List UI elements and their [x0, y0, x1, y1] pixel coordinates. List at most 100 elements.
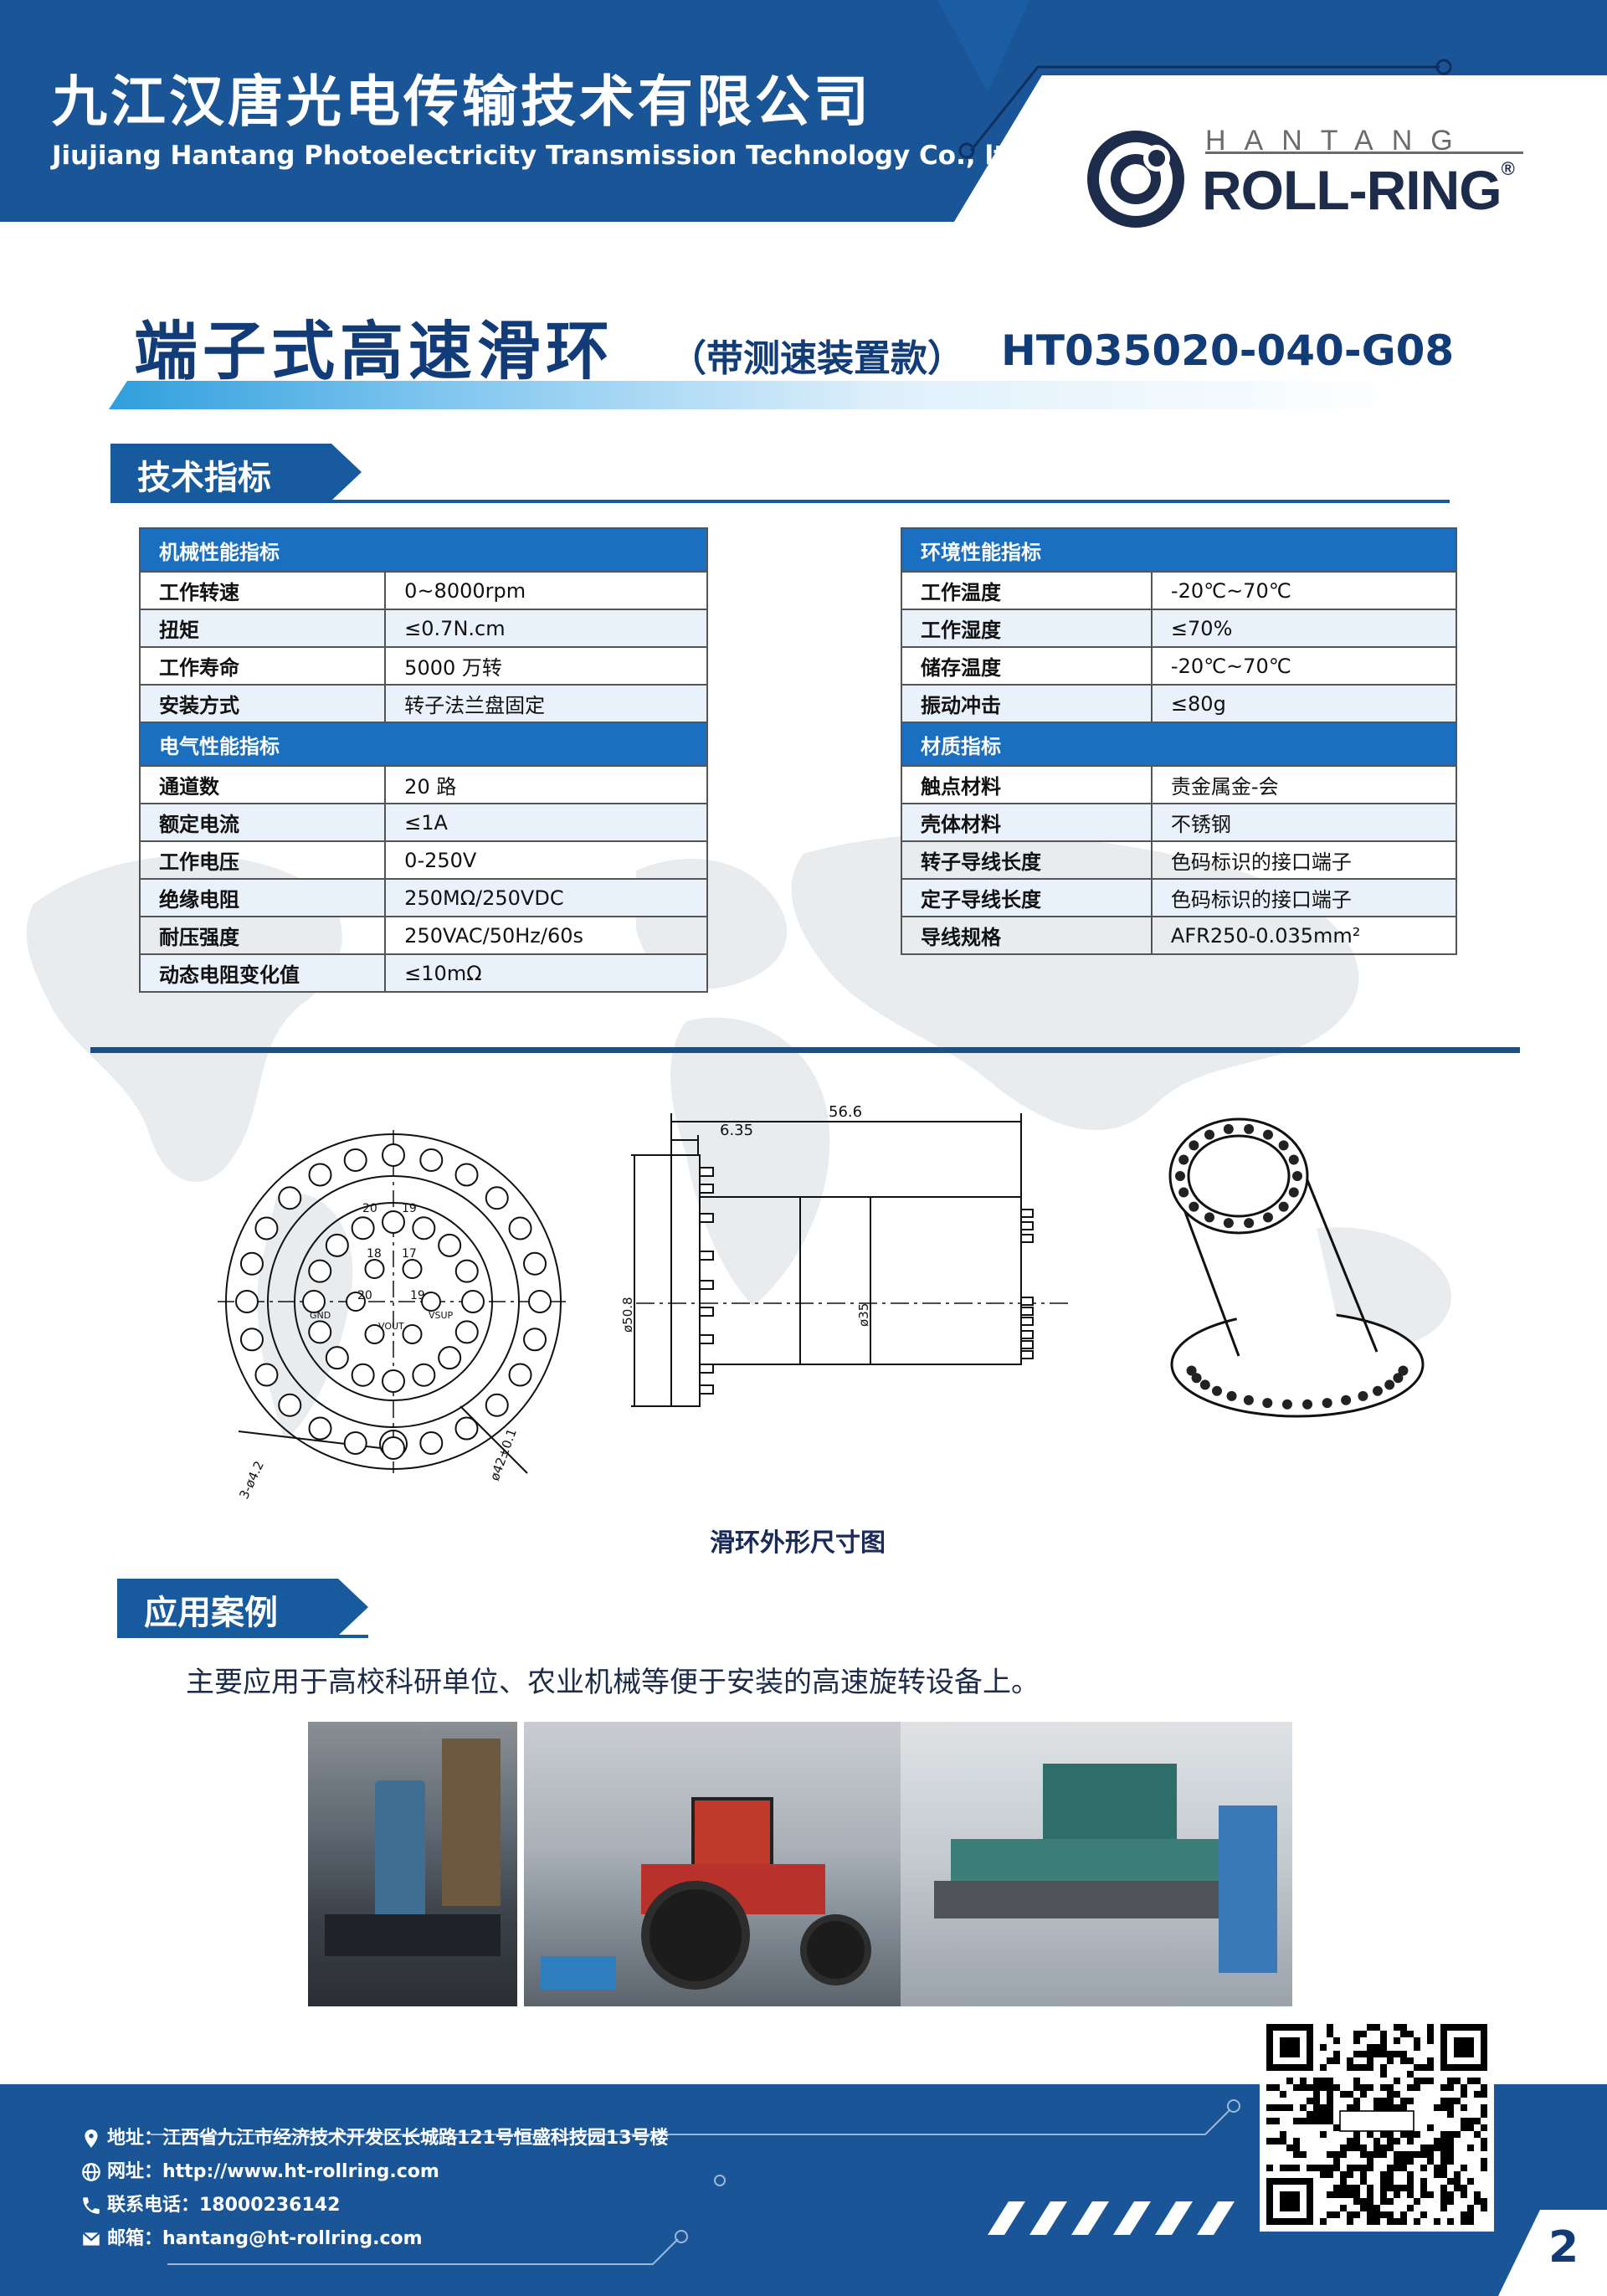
footer-phone-text: 联系电话：18000236142 [107, 2195, 341, 2216]
terminal-pin [343, 1148, 367, 1172]
terminal-pin [421, 1292, 441, 1312]
qr-code[interactable] [1260, 2017, 1494, 2232]
rotor-terminal [1020, 1234, 1034, 1243]
flange-hole-dot [1302, 1399, 1313, 1410]
table-row: 转子导线长度色码标识的接口端子 [901, 840, 1458, 880]
flange-hole-dot [1186, 1365, 1197, 1376]
footer-address-text: 地址：江西省九江市经济技术开发区长城路121号恒盛科技园13号楼 [107, 2128, 669, 2149]
logo-hantang-text: HANTANG [1205, 125, 1471, 157]
spec-value: 5000 万转 [384, 646, 708, 686]
terminal-pin [239, 1328, 264, 1352]
spec-value: 0~8000rpm [384, 571, 708, 610]
footer-website[interactable]: 网址：http://www.ht-rollring.com [80, 2156, 439, 2183]
stator-terminal [699, 1364, 714, 1374]
phone-icon [83, 2197, 100, 2214]
section-header-application: 应用案例 [117, 1579, 368, 1636]
spec-key: 触点材料 [901, 765, 1153, 804]
table-group-header: 机械性能指标 [139, 527, 708, 573]
flange-hole-dot [1384, 1379, 1395, 1390]
product-model: HT035020-040-G08 [1001, 326, 1455, 375]
test-bench [541, 1956, 616, 1990]
label-vout: VOUT [378, 1321, 404, 1332]
footer-address: 地址：江西省九江市经济技术开发区长城路121号恒盛科技园13号楼 [80, 2123, 669, 2150]
spec-key: 通道数 [138, 765, 387, 804]
right-spec-table: 环境性能指标 工作温度-20℃~70℃ 工作湿度≤70% 储存温度-20℃~70… [901, 527, 1458, 955]
group-title: 机械性能指标 [139, 527, 708, 573]
footer-website-text[interactable]: 网址：http://www.ht-rollring.com [107, 2161, 439, 2182]
company-name-en: Jiujiang Hantang Photoelectricity Transm… [52, 141, 1025, 171]
logo-rollring-label: ROLL-RING [1202, 159, 1502, 221]
terminal-pin [454, 1416, 479, 1441]
stator-terminal [699, 1167, 714, 1177]
terminal-pin [254, 1363, 279, 1387]
terminal-pin [382, 1210, 405, 1234]
terminal-pin [278, 1393, 302, 1417]
table-row: 壳体材料不锈钢 [901, 803, 1458, 842]
label-20-top: 20 [362, 1202, 377, 1215]
footer-email[interactable]: 邮箱：hantang@ht-rollring.com [80, 2223, 423, 2250]
terminal-pin [438, 1346, 462, 1370]
spec-key: 耐压强度 [138, 916, 387, 955]
stator-terminal [699, 1384, 714, 1395]
terminal-pin [302, 1290, 326, 1313]
spec-value: ≤0.7N.cm [384, 609, 708, 648]
table-row: 定子导线长度色码标识的接口端子 [901, 878, 1458, 917]
table-row: 动态电阻变化值≤10mΩ [138, 953, 708, 993]
logo-rollring-text: ROLL-RING® [1202, 158, 1515, 222]
flange-hole-dot [1341, 1395, 1352, 1405]
spec-value: ≤10mΩ [384, 953, 708, 993]
terminal-pin [351, 1216, 375, 1240]
drawing-caption: 滑环外形尺寸图 [710, 1528, 886, 1558]
rotor-terminal [1020, 1340, 1034, 1349]
group-title: 材质指标 [901, 722, 1457, 767]
flange-hole-dot [1211, 1385, 1222, 1396]
hantang-logo: HANTANG ROLL-RING® [1080, 121, 1548, 230]
spec-key: 定子导线长度 [901, 878, 1153, 917]
table-row: 触点材料责金属金-会 [901, 765, 1458, 804]
spec-value: 不锈钢 [1150, 803, 1458, 842]
terminal-pin [325, 1233, 349, 1257]
terminal-pin [364, 1259, 385, 1280]
qr-code-pattern [1266, 2024, 1487, 2225]
footer-phone: 联系电话：18000236142 [80, 2190, 340, 2216]
footer-email-text[interactable]: 邮箱：hantang@ht-rollring.com [107, 2228, 423, 2249]
rotor-terminal [1020, 1317, 1034, 1326]
flange-hole-dot [1262, 1398, 1273, 1409]
table-row: 工作湿度≤70% [901, 609, 1458, 648]
terminal-pin [419, 1148, 444, 1172]
terminal-pin [382, 1369, 405, 1393]
spec-key: 动态电阻变化值 [138, 953, 387, 993]
table-group-header: 材质指标 [901, 722, 1457, 767]
flange-hole-dot [1191, 1373, 1202, 1384]
section-header-specs: 技术指标 [110, 444, 362, 501]
spec-key: 转子导线长度 [901, 840, 1153, 880]
flange-hole-dot [1373, 1385, 1384, 1396]
dim-holes: 3-ø4.2 [236, 1459, 267, 1502]
spec-value: ≤1A [384, 803, 708, 842]
machine-column [375, 1780, 425, 1923]
spec-key: 振动冲击 [901, 684, 1153, 723]
spec-value: 20 路 [384, 765, 708, 804]
table-group-header: 环境性能指标 [901, 527, 1457, 573]
group-title: 环境性能指标 [901, 527, 1457, 573]
ring-contact-dot [1223, 1218, 1234, 1229]
machine-frame [442, 1739, 501, 1906]
flange-hole-dot [1199, 1379, 1210, 1390]
spec-value: -20℃~70℃ [1150, 646, 1458, 686]
label-vsup: VSUP [429, 1310, 454, 1321]
tractor-front-wheel [800, 1914, 871, 1985]
spec-key: 导线规格 [901, 916, 1153, 955]
terminal-pin [278, 1186, 302, 1210]
terminal-pin [412, 1363, 436, 1387]
envelope-icon [82, 2232, 100, 2246]
page-header: 九江汉唐光电传输技术有限公司 Jiujiang Hantang Photoele… [0, 0, 1607, 228]
terminal-pin [412, 1216, 436, 1240]
terminal-pin [454, 1259, 479, 1283]
page-number: 2 [1548, 2222, 1579, 2273]
application-description: 主要应用于高校科研单位、农业机械等便于安装的高速旋转设备上。 [186, 1666, 1040, 1699]
